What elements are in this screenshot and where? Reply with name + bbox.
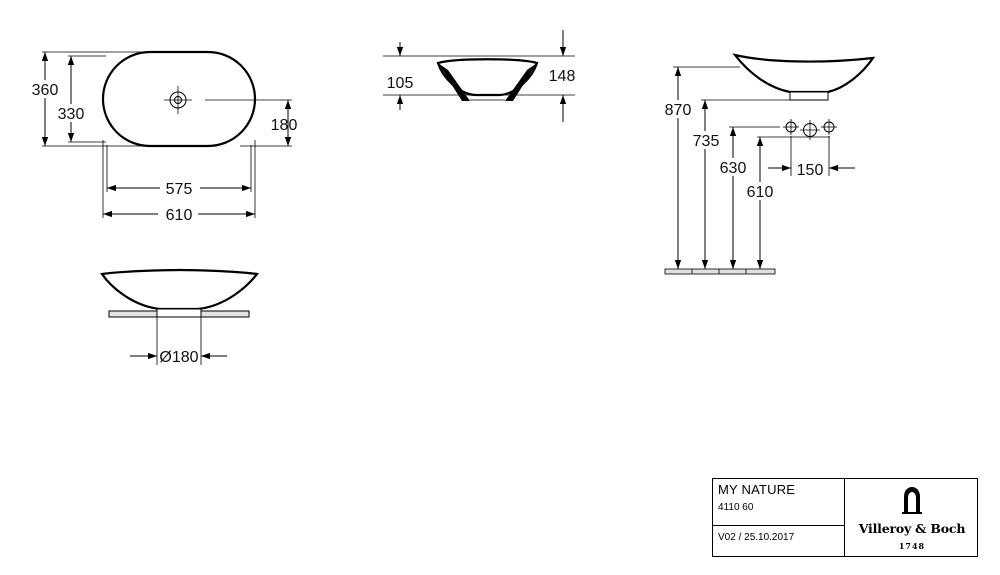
bowl-depth-label: 105 xyxy=(387,75,414,92)
drain-symbol xyxy=(164,86,192,114)
drain-offset-label: 180 xyxy=(271,117,298,134)
product-name: MY NATURE xyxy=(718,482,796,497)
outer-width-label: 610 xyxy=(166,207,193,224)
title-block-info: MY NATURE 4110 60 V02 / 25.10.2017 xyxy=(713,479,845,556)
top-view: 360 330 180 575 610 xyxy=(26,50,298,224)
inner-width-label: 575 xyxy=(166,181,193,198)
tap-symbols xyxy=(783,119,837,140)
title-block: MY NATURE 4110 60 V02 / 25.10.2017 Ville… xyxy=(712,478,978,557)
brand-year: 1748 xyxy=(898,541,926,551)
basin-outline-top xyxy=(101,50,257,148)
brand-name: Villeroy & Boch xyxy=(858,521,966,536)
brand-logo: Villeroy & Boch 1748 xyxy=(845,479,979,556)
installation-view: 870 735 630 610 150 xyxy=(660,53,876,275)
version-date: V02 / 25.10.2017 xyxy=(718,532,795,543)
total-height-label: 148 xyxy=(549,68,576,85)
floor xyxy=(664,268,776,275)
rim-height-label: 870 xyxy=(665,102,692,119)
title-block-header xyxy=(713,479,844,526)
base-height-label: 735 xyxy=(693,133,720,150)
basin-outline-front xyxy=(100,268,260,311)
drain-diameter-label: Ø180 xyxy=(159,349,198,366)
inner-depth-label: 330 xyxy=(58,106,85,123)
tap-height-upper-label: 630 xyxy=(720,160,747,177)
outer-depth-label: 360 xyxy=(32,82,59,99)
front-view: Ø180 xyxy=(100,268,260,366)
tap-height-lower-label: 610 xyxy=(747,184,774,201)
basin-outline-installed xyxy=(732,53,876,94)
castle-gate-icon xyxy=(902,487,922,514)
article-number: 4110 60 xyxy=(718,502,754,513)
side-view: 105 148 xyxy=(383,30,575,122)
tap-spacing-label: 150 xyxy=(797,162,824,179)
